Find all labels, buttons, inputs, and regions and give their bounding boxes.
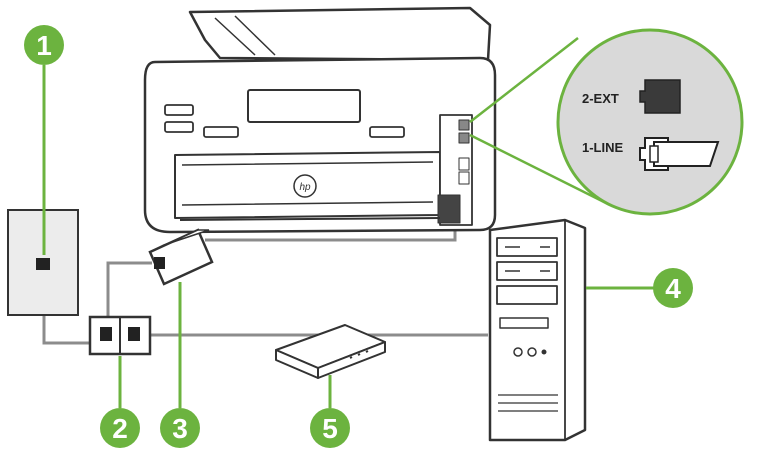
cable-splitter-to-filter [106,261,152,323]
wall-jack-socket [36,258,50,270]
hp-logo [293,174,317,198]
printer-vent-left-1 [164,104,194,116]
modem-lights [349,350,369,359]
printer-port-eth [458,171,470,185]
ext-port-icon [639,79,681,114]
callout-number: 2 [112,413,128,444]
line-plug-icon [653,141,720,167]
filter-top [149,229,210,253]
callout-number: 3 [172,413,188,444]
callout-number: 5 [322,413,338,444]
modem-side [275,349,319,379]
drive-bay-2 [496,261,558,281]
hp-logo-text: hp [299,182,311,193]
callout-bubble-5: 5 [310,408,350,448]
callout-bubble-2: 2 [100,408,140,448]
printer-rear-label [247,89,361,123]
callout-circle [653,268,693,308]
printer-port-line [458,132,470,144]
callout-circle [24,25,64,65]
printer-vent-left-3 [203,126,239,138]
dsl-filter [148,228,214,286]
callout-number: 4 [665,273,681,304]
printer-adf-tray [188,6,492,62]
printer-base [179,217,441,221]
printer-port-ext [458,119,470,131]
printer-power-socket [437,194,461,224]
callout-circle [160,408,200,448]
printer-adf-inner [214,15,276,56]
callout-leaders [42,65,655,408]
port-label-ext: 2-EXT [582,91,619,106]
drive-bay-1 [496,237,558,257]
printer: hp [143,6,497,234]
callout-number: 1 [36,30,52,61]
printer-vent-left-2 [164,121,194,133]
floppy-bay [499,317,549,329]
callout-circle [100,408,140,448]
callout-bubble-1: 1 [24,25,64,65]
callout-circle [310,408,350,448]
splitter-port-b [128,327,140,341]
port-zoom-callout: 2-EXT 1-LINE [469,28,744,216]
line-plug-clip [649,145,659,163]
reset-button [527,347,537,357]
drive-bay-3 [496,285,558,305]
printer-vent-right [369,126,405,138]
zoom-leader-bottom [469,133,611,207]
zoom-leader-top [469,37,579,123]
tower-vents [498,394,558,412]
printer-rear-door-inner [181,161,434,206]
dial-up-modem [275,324,386,379]
power-led [541,349,547,355]
computer-tower [488,218,587,442]
filter-port [154,257,165,269]
splitter [88,315,152,356]
zoom-circle [556,28,744,216]
splitter-port-a [100,327,112,341]
power-button [513,347,523,357]
printer-port-usb [458,157,470,171]
port-label-line: 1-LINE [582,140,624,155]
callout-bubble-4: 4 [653,268,693,308]
callout-bubble-3: 3 [160,408,200,448]
